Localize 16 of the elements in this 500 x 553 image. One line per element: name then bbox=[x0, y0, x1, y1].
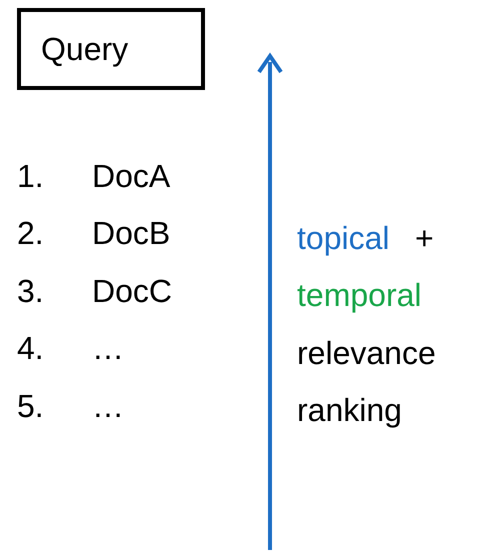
label-text: relevance bbox=[297, 337, 436, 369]
label-text: ranking bbox=[297, 394, 402, 426]
query-box: Query bbox=[17, 8, 205, 90]
label-text: topical bbox=[297, 222, 390, 254]
label-text: DocA bbox=[92, 160, 170, 192]
label-text: 5. bbox=[17, 390, 44, 422]
label-text: DocB bbox=[92, 217, 170, 249]
label-text: 2. bbox=[17, 217, 44, 249]
label-text: 3. bbox=[17, 275, 44, 307]
label-text: … bbox=[92, 332, 124, 364]
label-text: DocC bbox=[92, 275, 172, 307]
label-text: + bbox=[415, 222, 434, 254]
label-text: … bbox=[92, 390, 124, 422]
label-text: 1. bbox=[17, 160, 44, 192]
label-text: 4. bbox=[17, 332, 44, 364]
label-text: temporal bbox=[297, 279, 422, 311]
